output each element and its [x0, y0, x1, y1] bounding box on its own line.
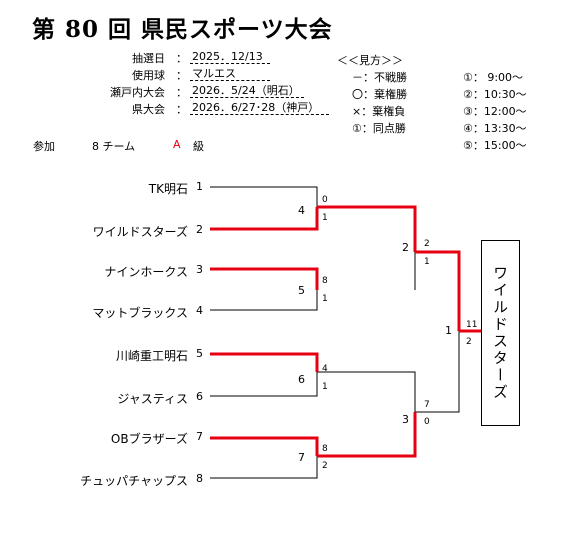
info-value-setouchi: 2026．5/24（明石） — [190, 84, 304, 98]
game-number: 2 — [402, 241, 409, 254]
info-colon: ： — [176, 103, 187, 116]
score-bottom: 1 — [322, 213, 328, 223]
info-value-prefectural: 2026．6/27･28（神戸） — [190, 101, 329, 115]
info-value-ball: マルエス — [190, 67, 270, 81]
bracket-line — [317, 371, 416, 412]
legend-time: ④：13:30～ — [463, 122, 527, 135]
team-name: OBブラザーズ — [110, 432, 188, 446]
legend-mark: 〇：棄権勝 — [352, 88, 407, 101]
legend-time: ②：10:30～ — [463, 88, 527, 101]
legend-time: ⑤：15:00～ — [463, 139, 527, 152]
legend-time: ①： 9:00～ — [463, 71, 524, 84]
team-seed: 1 — [196, 180, 203, 193]
participation-grade-suffix: 級 — [193, 140, 204, 153]
info-label-lottery-date: 抽選日 — [132, 52, 165, 65]
team-seed: 8 — [196, 472, 203, 485]
game-number: 7 — [298, 451, 305, 464]
game-number: 4 — [298, 204, 305, 217]
score-top: 2 — [424, 239, 430, 249]
participation-grade: A — [173, 138, 181, 151]
legend-mark: －：不戦勝 — [352, 71, 407, 84]
team-seed: 6 — [196, 390, 203, 403]
game-number: 5 — [298, 284, 305, 297]
score-bottom: 2 — [466, 337, 472, 347]
bracket-line — [210, 353, 318, 372]
win-line — [210, 436, 319, 456]
tournament-title: 第 80 回 県民スポーツ大会 — [32, 16, 333, 43]
bracket-line — [317, 206, 416, 252]
bracket-line — [210, 372, 318, 397]
bracket-line — [210, 186, 318, 207]
info-colon: ： — [176, 69, 187, 82]
bracket-line — [210, 456, 318, 479]
score-bottom: 1 — [322, 294, 328, 304]
win-line — [415, 250, 461, 331]
game-number: 3 — [402, 413, 409, 426]
score-top: 8 — [322, 276, 328, 286]
win-line — [210, 267, 319, 290]
team-seed: 2 — [196, 223, 203, 236]
score-top: 0 — [322, 195, 328, 205]
team-name: TK明石 — [148, 182, 188, 196]
info-label-prefectural: 県大会 — [132, 103, 165, 116]
legend-mark: ①：同点勝 — [352, 122, 406, 135]
legend-heading: ＜＜見方＞＞ — [337, 54, 403, 67]
score-bottom: 1 — [424, 257, 430, 267]
win-line — [210, 207, 319, 231]
champion-box: ワイルドスターズ — [481, 240, 520, 426]
score-top: 4 — [322, 364, 328, 374]
team-seed: 3 — [196, 263, 203, 276]
score-top: 11 — [466, 320, 478, 330]
participation-team-count: 8 チーム — [92, 140, 136, 153]
legend-mark: ×：棄権負 — [352, 105, 406, 118]
info-label-ball: 使用球 — [132, 69, 165, 82]
team-seed: 4 — [196, 304, 203, 317]
score-top: 8 — [322, 444, 328, 454]
team-name: ジャスティス — [117, 392, 188, 406]
team-seed: 5 — [196, 347, 203, 360]
info-value-lottery-date: 2025．12/13 — [190, 50, 270, 64]
team-name: チュッパチャップス — [80, 474, 188, 488]
info-label-setouchi: 瀬戸内大会 — [110, 86, 165, 99]
game-number: 1 — [445, 324, 452, 337]
team-name: マットブラックス — [92, 306, 188, 320]
score-bottom: 2 — [322, 461, 328, 471]
team-seed: 7 — [196, 430, 203, 443]
participation-label: 参加 — [33, 140, 55, 153]
bracket-line — [210, 290, 318, 311]
score-bottom: 1 — [322, 382, 328, 392]
score-bottom: 0 — [424, 417, 430, 427]
win-line — [210, 352, 319, 372]
info-colon: ： — [176, 86, 187, 99]
game-number: 6 — [298, 373, 305, 386]
info-colon: ： — [176, 52, 187, 65]
legend-time: ③：12:00～ — [463, 105, 527, 118]
champion-name: ワイルドスターズ — [491, 265, 509, 401]
team-name: ワイルドスターズ — [92, 225, 188, 239]
win-line — [317, 205, 417, 252]
team-name: 川崎重工明石 — [115, 349, 188, 363]
score-top: 7 — [424, 400, 430, 410]
bracket-line — [415, 331, 460, 413]
team-name: ナインホークス — [104, 265, 188, 279]
win-line — [317, 412, 417, 458]
bracket-line — [317, 412, 416, 457]
